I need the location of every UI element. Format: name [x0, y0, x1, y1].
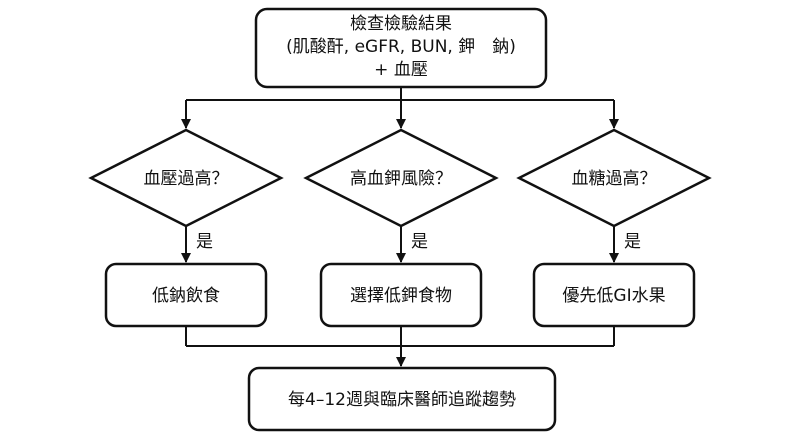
bottom-box-label: 每4–12週與臨床醫師追蹤趨勢	[288, 390, 516, 410]
bottom-box: 每4–12週與臨床醫師追蹤趨勢	[247, 366, 557, 432]
action-1-label: 低鈉飲食	[152, 286, 220, 306]
decision-3-label: 血糖過高？	[572, 169, 657, 189]
yes-label-2: 是	[411, 232, 428, 252]
top-box-line-1: 檢查檢驗結果	[350, 14, 452, 34]
top-connectors	[181, 87, 619, 129]
merge-connectors	[185, 326, 615, 367]
decision-2: 高血鉀風險？	[303, 128, 499, 228]
action-2-label: 選擇低鉀食物	[350, 286, 452, 306]
decision-1-label: 血壓過高？	[144, 169, 229, 189]
action-box-1: 低鈉飲食	[104, 262, 268, 328]
top-box: 檢查檢驗結果 (肌酸酐, eGFR, BUN, 鉀 鈉) + 血壓	[254, 7, 548, 89]
decision-2-label: 高血鉀風險？	[350, 169, 452, 189]
yes-connectors: 是 是 是	[181, 226, 641, 263]
action-box-2: 選擇低鉀食物	[319, 262, 483, 328]
yes-label-3: 是	[624, 232, 641, 252]
top-box-line-3: + 血壓	[374, 60, 428, 80]
decision-3: 血糖過高？	[516, 128, 712, 228]
top-box-line-2: (肌酸酐, eGFR, BUN, 鉀 鈉)	[286, 37, 516, 57]
action-3-label: 優先低GI水果	[562, 286, 665, 306]
decision-1: 血壓過高？	[88, 128, 284, 228]
action-box-3: 優先低GI水果	[532, 262, 696, 328]
yes-label-1: 是	[196, 232, 213, 252]
